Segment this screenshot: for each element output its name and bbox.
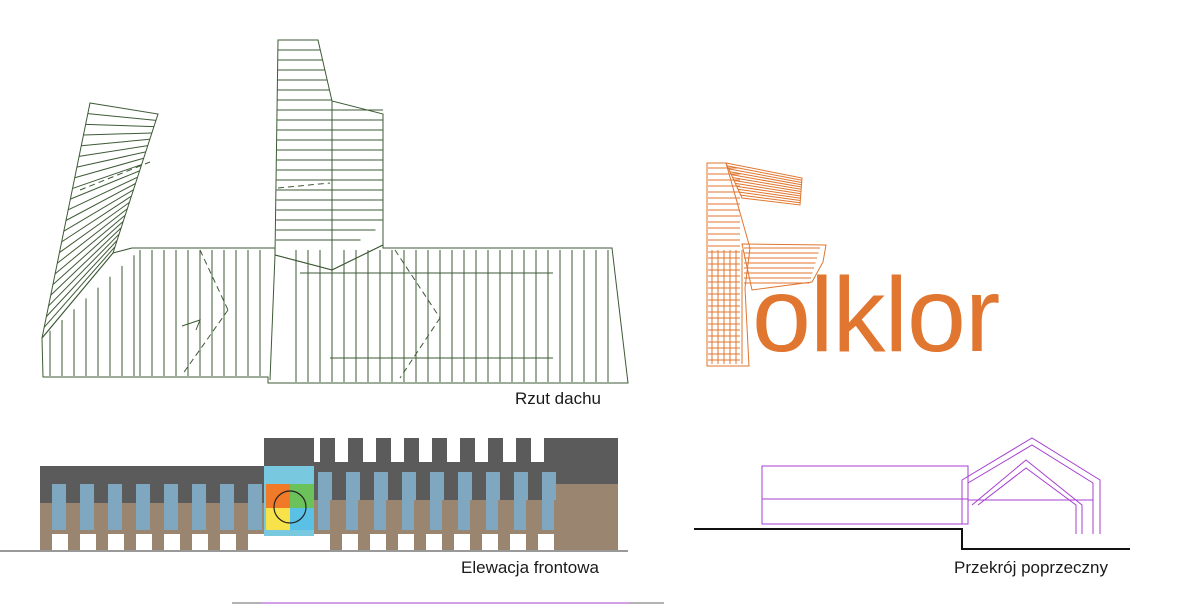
- column: [96, 510, 108, 550]
- roof-batten: [320, 438, 335, 464]
- elevation-windows: [52, 472, 556, 530]
- roof-wing-left-hatching: [43, 113, 157, 328]
- window-pane: [248, 484, 262, 530]
- window-pane: [542, 472, 556, 530]
- window-pane: [374, 472, 388, 530]
- column: [40, 510, 52, 550]
- roof-plan-drawing: [41, 39, 629, 384]
- column: [236, 510, 248, 550]
- roof-batten: [404, 438, 419, 464]
- front-elevation-drawing: [0, 438, 628, 552]
- column: [556, 500, 618, 550]
- window-pane: [192, 484, 206, 530]
- cross-section-caption: Przekrój poprzeczny: [954, 558, 1109, 577]
- logo-f-letter: [706, 162, 827, 367]
- window-pane: [458, 472, 472, 530]
- window-pane: [430, 472, 444, 530]
- roof-batten: [488, 438, 503, 464]
- window-pane: [318, 472, 332, 530]
- roof-main-body: [41, 244, 629, 384]
- window-pane: [80, 484, 94, 530]
- column: [358, 500, 370, 550]
- roof-batten: [348, 438, 363, 464]
- column: [208, 510, 220, 550]
- roof-batten: [376, 438, 391, 464]
- window-pane: [486, 472, 500, 530]
- logo-f-hatching: [708, 165, 820, 364]
- roof-batten: [516, 438, 531, 464]
- section-ground-line: [694, 528, 1130, 550]
- column: [124, 510, 136, 550]
- roof-plan-caption: Rzut dachu: [515, 389, 601, 408]
- logo-wordmark: olklor: [752, 256, 1000, 374]
- window-pane: [164, 484, 178, 530]
- window-pane: [108, 484, 122, 530]
- column: [470, 500, 482, 550]
- front-elevation-caption: Elewacja frontowa: [461, 558, 600, 577]
- roof-main-hatching: [49, 250, 609, 382]
- roof-batten: [544, 438, 559, 464]
- elevation-roof-battens: [320, 438, 559, 464]
- column: [330, 500, 342, 550]
- window-pane: [136, 484, 150, 530]
- column: [386, 500, 398, 550]
- column: [498, 500, 510, 550]
- column: [414, 500, 426, 550]
- cross-section-drawing: [761, 437, 1101, 534]
- window-pane: [52, 484, 66, 530]
- window-pane: [346, 472, 360, 530]
- roof-wing-middle-hatching: [276, 49, 383, 241]
- elevation-columns: [40, 500, 618, 550]
- column: [152, 510, 164, 550]
- column: [180, 510, 192, 550]
- roof-batten: [460, 438, 475, 464]
- window-pane: [220, 484, 234, 530]
- column: [526, 500, 538, 550]
- roof-batten: [432, 438, 447, 464]
- column: [68, 510, 80, 550]
- column: [442, 500, 454, 550]
- window-pane: [402, 472, 416, 530]
- window-pane: [514, 472, 528, 530]
- roof-wing-middle: [274, 39, 384, 271]
